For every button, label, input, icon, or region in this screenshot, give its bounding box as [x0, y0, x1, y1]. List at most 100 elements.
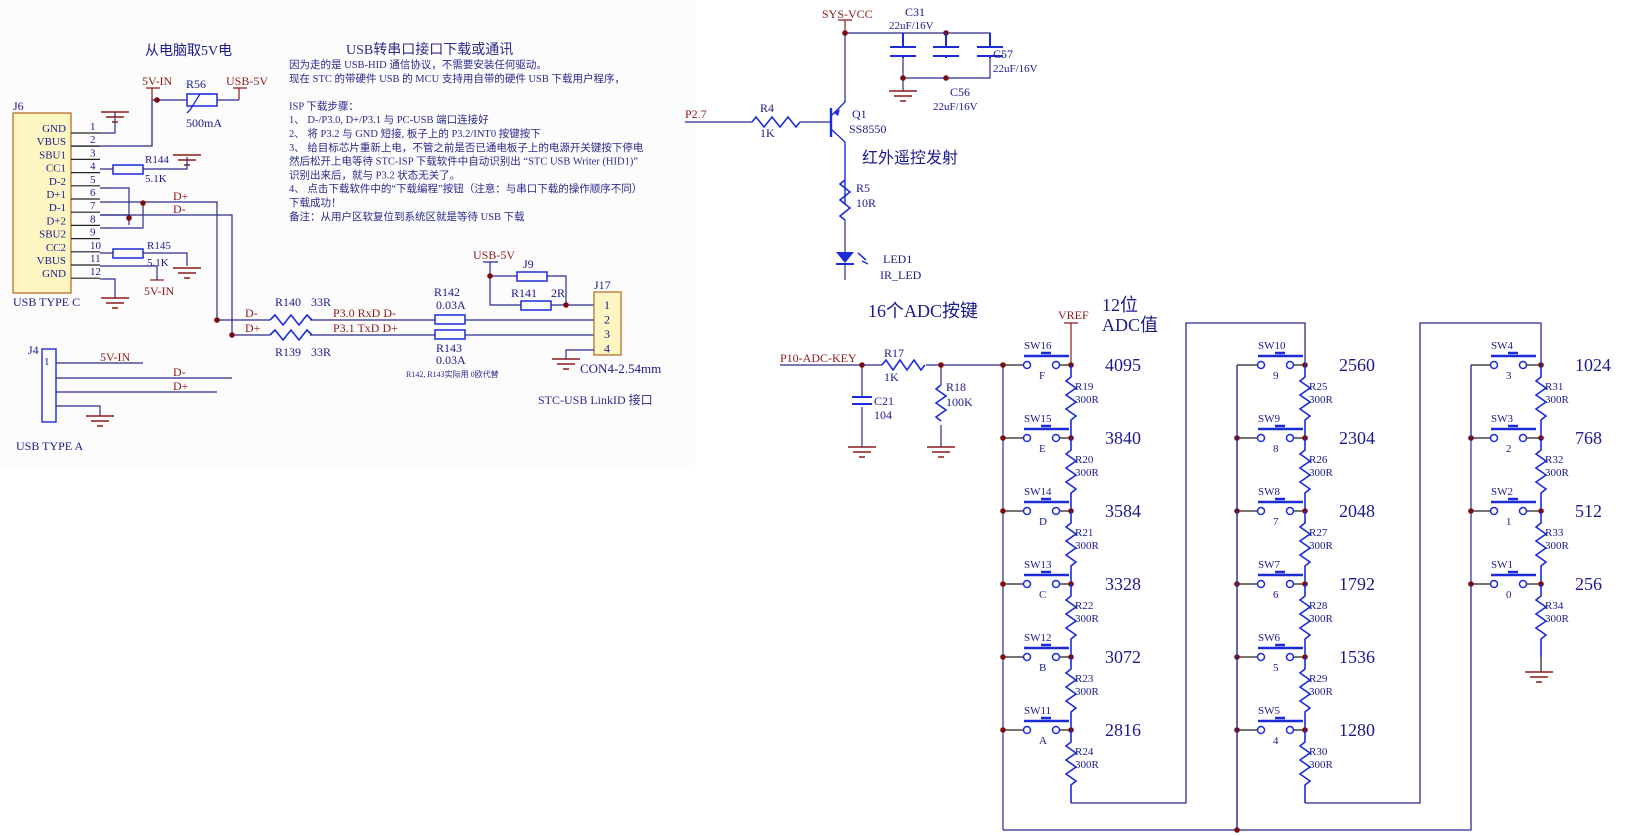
adc-value: 2304 [1339, 428, 1375, 448]
c31-value: 22uF/16V [889, 20, 934, 32]
j6-pin-name: CC2 [46, 242, 66, 254]
wire-cc1 [100, 157, 188, 170]
switch-contact [1518, 506, 1528, 516]
r4-resistor [751, 115, 801, 129]
j4-net-dminus: D- [173, 365, 186, 379]
r142-fuse [434, 314, 466, 325]
r4-ref: R4 [760, 101, 774, 115]
pushbutton-actuator-icon [1491, 497, 1536, 504]
switch-key-label: 0 [1506, 589, 1512, 601]
switch-contact [1256, 360, 1266, 370]
r141-resistor [520, 300, 552, 311]
usb-power-section: 从电脑取5V电 5V-IN R56 500mA USB-5V [70, 43, 268, 147]
wire-serial-lines [310, 319, 594, 336]
r144-ref: R144 [145, 154, 169, 166]
wire-gnd-pin1 [100, 112, 116, 134]
serial-line1-label: P3.0 RxD D- [333, 306, 396, 320]
r139-ref: R139 [275, 345, 301, 359]
notes-line: 因为走的是 USB-HID 通信协议，不需要安装任何驱动。 [289, 58, 547, 71]
pushbutton-actuator-icon [1258, 570, 1303, 577]
pushbutton-actuator-icon [1258, 424, 1303, 431]
resistor-ref: R23 [1075, 673, 1094, 685]
j6-pin-name: GND [42, 123, 66, 135]
net-label-dplus: D+ [173, 189, 189, 203]
resistor-value: 300R [1075, 686, 1100, 698]
switch-contact [1285, 652, 1295, 662]
j6-pin-number: 10 [90, 240, 102, 252]
junction-dot [126, 215, 132, 221]
ground-symbol-icon [173, 267, 201, 279]
j6-pin-number: 1 [90, 121, 96, 133]
switch-contact [1285, 433, 1295, 443]
usb-power-title: 从电脑取5V电 [145, 43, 232, 59]
q1-ref: Q1 [852, 107, 867, 121]
j6-pin-name: SBU2 [39, 229, 66, 241]
ladder-resistor [1064, 365, 1078, 438]
switch-contact [1051, 433, 1061, 443]
junction-dot [487, 273, 493, 279]
switch-contact [1022, 506, 1032, 516]
switch-key-label: 4 [1273, 735, 1279, 747]
j6-pin-number: 8 [90, 213, 96, 225]
junction-dot [1234, 827, 1240, 833]
r143-value: 0.03A [436, 353, 466, 367]
j6-pin-number: 7 [90, 200, 96, 212]
notes-line: 下载成功！ [289, 197, 342, 209]
c31-ref: C31 [905, 5, 925, 19]
switch-key-label: 1 [1506, 516, 1512, 528]
serial-line2-label: P3.1 TxD D+ [333, 321, 398, 335]
wire-vbus2 [100, 265, 158, 280]
j4-net-dplus: D+ [173, 379, 189, 393]
switch-ref: SW3 [1491, 413, 1514, 425]
j6-pin: CC2 10 [46, 240, 102, 254]
switch-contact [1489, 433, 1499, 443]
j6-pin-number: 6 [90, 187, 96, 199]
switch-contact [1051, 579, 1061, 589]
notes-title: USB转串口接口下载或通讯 [346, 41, 513, 58]
ladder-resistor [1298, 365, 1312, 438]
j6-pin-name: GND [42, 268, 66, 280]
junction-dot [140, 200, 146, 206]
resistor-ref: R32 [1545, 454, 1563, 466]
c21-ref: C21 [874, 394, 894, 408]
pushbutton-actuator-icon [1491, 351, 1536, 358]
adc-value: 4095 [1105, 355, 1141, 375]
notes-line: 备注：从用户区软复位到系统区就是等待 USB 下载 [289, 210, 525, 223]
switch-key-label: D [1039, 516, 1047, 528]
usb-type-a-connector-j4: J4 1 5V-IN D- D+ USB TYPE A [16, 343, 232, 453]
r142-value: 0.03A [436, 298, 466, 312]
serial-net-dplus: D+ [245, 321, 261, 335]
ground-symbol-icon [552, 358, 580, 370]
j4-pin1: 1 [44, 356, 50, 368]
net-label-p2-7: P2.7 [685, 107, 707, 121]
r141-ref: R141 [511, 286, 537, 300]
r144-value: 5.1K [145, 173, 167, 185]
junction-dot [1468, 581, 1474, 587]
j17-ref: J17 [594, 278, 611, 292]
switch-contact [1285, 579, 1295, 589]
resistor-ref: R26 [1309, 454, 1328, 466]
resistor-value: 300R [1075, 613, 1100, 625]
r17-ref: R17 [884, 346, 904, 360]
q1-pnp-transistor-icon [829, 100, 846, 205]
ladder-resistor [1064, 511, 1078, 584]
j4-wires [56, 362, 232, 416]
